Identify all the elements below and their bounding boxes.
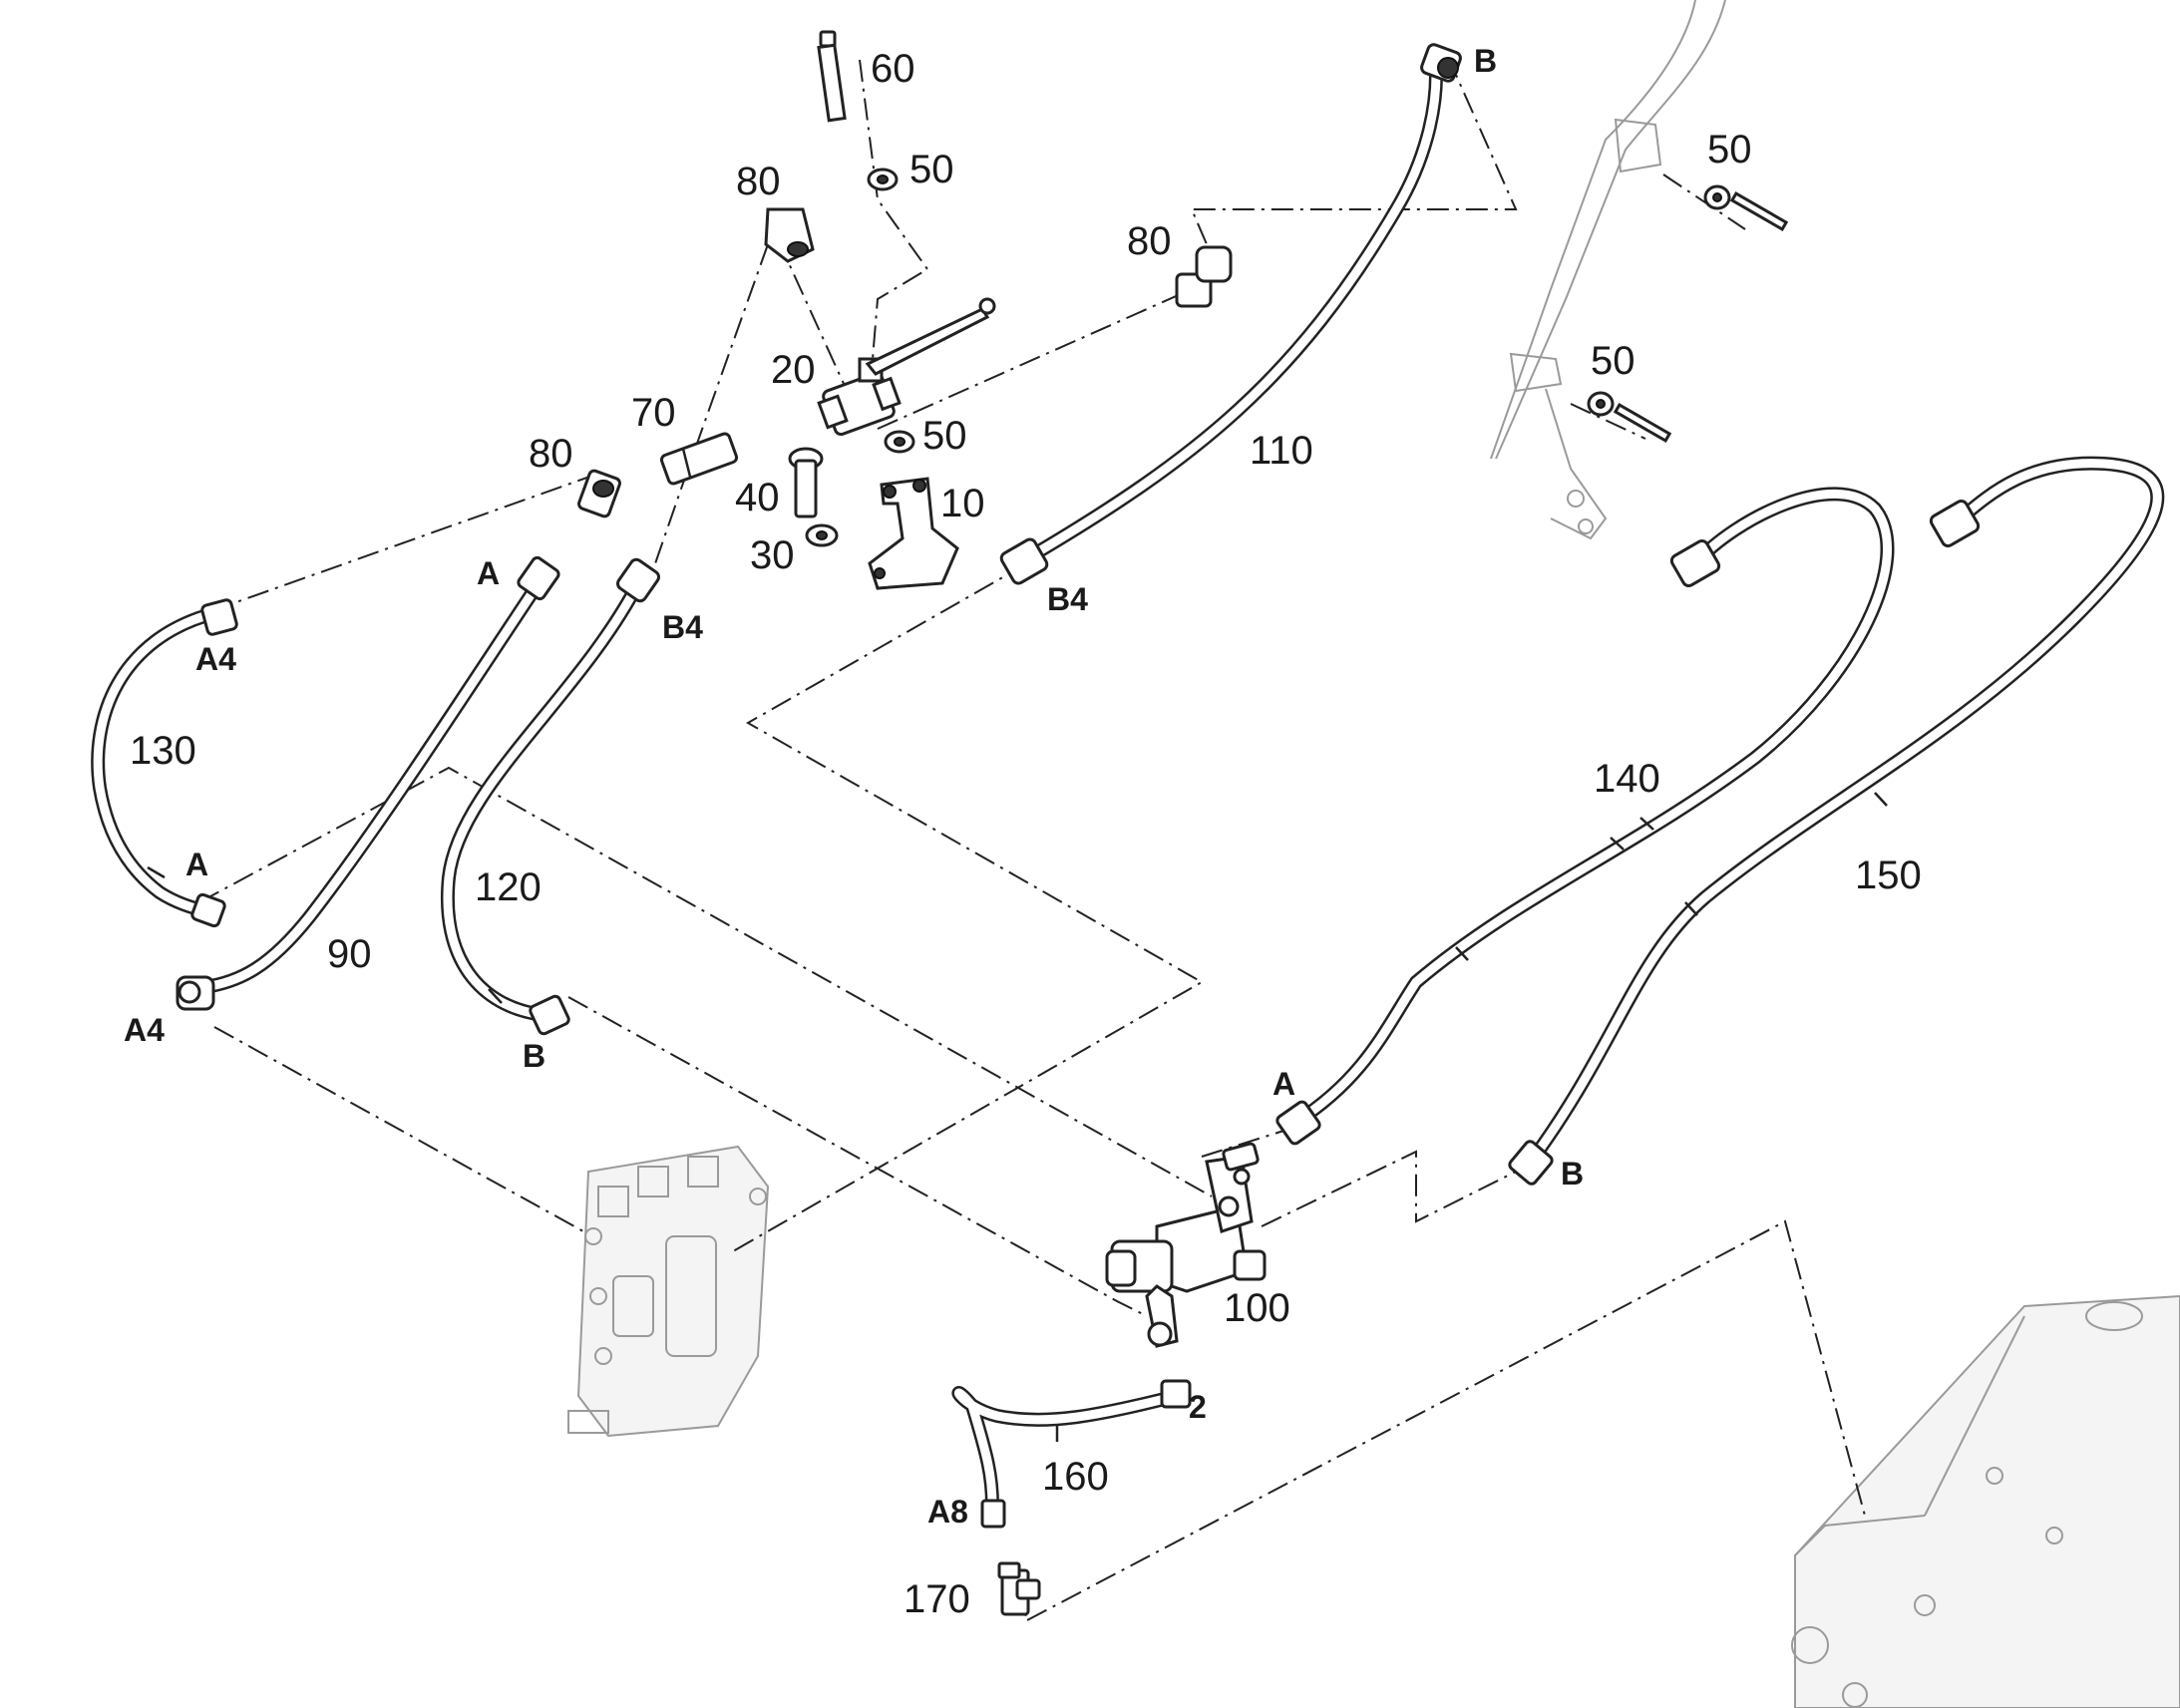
callout-30: 30: [750, 533, 795, 577]
valve-100: [1105, 1142, 1267, 1348]
callout-numbers: 60 50 80 80 20 70 80 50 40 10 30 110 50 …: [130, 47, 1922, 1621]
port-labels: B B4 B4 A A4 A A4 B A B 2 A8: [124, 43, 1584, 1530]
port-2-valve100: 2: [1189, 1389, 1207, 1425]
callout-130: 130: [130, 729, 196, 773]
fitting-b-top: [1420, 43, 1462, 83]
hose-110: [1020, 68, 1443, 565]
leader-lines: [198, 59, 1866, 1621]
hose-150: [1524, 456, 2165, 1169]
callout-100: 100: [1224, 1286, 1290, 1330]
port-a-hose130-bottom: A: [185, 847, 208, 882]
callout-50-top: 50: [909, 148, 954, 191]
fitting-b4-hose120: [615, 557, 661, 603]
fitting-hose150-top: [1929, 499, 1981, 548]
callout-80-right: 80: [1127, 219, 1172, 263]
fitting-a8-hose160: [980, 1499, 1006, 1529]
callout-50-bracket-lower: 50: [1591, 339, 1635, 383]
port-a8-hose160: A8: [927, 1494, 968, 1530]
fitting-a4-hose90-bottom: [176, 975, 215, 1011]
bolt-60: [817, 30, 847, 123]
tee-fitting-170: [997, 1561, 1041, 1616]
fitting-b-hose120-bottom: [529, 994, 570, 1036]
callout-170: 170: [904, 1577, 970, 1621]
callout-150: 150: [1855, 854, 1922, 897]
fitting-2-valve100: [1160, 1379, 1192, 1409]
fitting-a-hose90: [517, 555, 560, 601]
callout-10: 10: [940, 482, 985, 525]
hose-160: [951, 1386, 1184, 1513]
callout-40: 40: [735, 476, 780, 519]
port-b-hose120-bottom: B: [523, 1038, 545, 1074]
hose-120: [441, 576, 645, 1022]
fitting-b-hose150: [1508, 1140, 1554, 1186]
fitting-b4-hose110: [999, 537, 1049, 585]
elbow-fitting-80-right: [1175, 245, 1233, 308]
context-tank-frame: [1791, 1294, 2180, 1708]
callout-160: 160: [1042, 1455, 1109, 1499]
elbow-fitting-80-top: [764, 207, 815, 263]
port-a4-hose90-bottom: A4: [124, 1012, 165, 1048]
callout-110: 110: [1250, 429, 1313, 473]
callout-70: 70: [631, 391, 676, 435]
callout-20: 20: [771, 348, 816, 392]
adapter-70: [659, 432, 739, 486]
fitting-a4-hose130: [200, 598, 238, 636]
hose-130: [91, 606, 221, 919]
callout-80-top: 80: [736, 160, 781, 203]
fitting-80-left: [577, 469, 621, 518]
hose-140: [1289, 487, 1895, 1129]
callout-50-valve: 50: [922, 414, 967, 458]
port-b4-hose110: B4: [1047, 581, 1088, 617]
context-frame-bracket: [1490, 0, 1726, 540]
callout-60: 60: [871, 47, 915, 91]
bracket-10: [868, 477, 959, 590]
fitting-hose140-top: [1669, 538, 1721, 588]
context-control-valve-block: [567, 1145, 770, 1438]
callout-80-left: 80: [529, 432, 573, 476]
callout-50-bracket-upper: 50: [1707, 128, 1752, 171]
hose-90: [197, 576, 545, 994]
washer-50-valve-top: [867, 168, 899, 191]
port-a4-hose130-top: A4: [195, 641, 236, 677]
port-a-hose90: A: [477, 555, 500, 591]
callout-140: 140: [1594, 757, 1660, 801]
hose-sleeves: [147, 792, 1888, 1442]
callout-90: 90: [327, 932, 372, 976]
washer-50-bracket-lower: [1587, 391, 1672, 444]
ball-valve-20: [817, 297, 996, 437]
port-b4-hose120: B4: [662, 609, 703, 645]
screw-40: [788, 447, 824, 518]
port-a-hose140: A: [1272, 1066, 1295, 1102]
port-b-top: B: [1474, 43, 1497, 79]
washer-50-bracket-upper: [1703, 184, 1789, 232]
washer-30: [805, 523, 839, 547]
callout-120: 120: [475, 865, 542, 909]
port-b-hose150: B: [1561, 1156, 1584, 1192]
washer-50-valve-side: [884, 430, 915, 454]
fitting-a-hose140: [1275, 1100, 1321, 1146]
fitting-a-hose130-bottom: [190, 892, 226, 928]
